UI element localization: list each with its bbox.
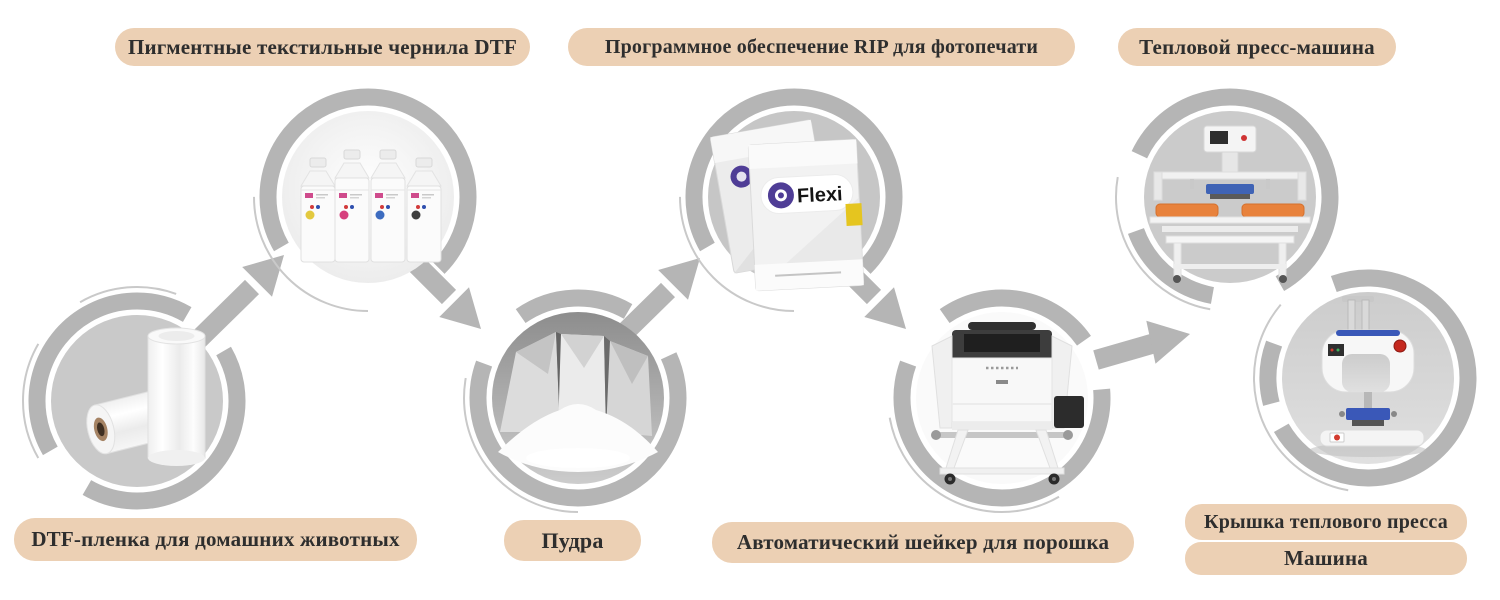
software-brand-text: Flexi xyxy=(796,183,843,207)
flow-arrow-printer-to-cap-press xyxy=(1093,320,1190,370)
label-dtf-film-text: DTF-пленка для домашних животных xyxy=(31,527,400,551)
label-pigment-ink: Пигментные текстильные чернила DTF xyxy=(115,28,530,66)
label-heat-press: Тепловой пресс-машина xyxy=(1118,28,1396,66)
powder-bag-image xyxy=(492,312,664,484)
ink-bottles-image xyxy=(282,111,454,283)
label-dtf-film: DTF-пленка для домашних животных xyxy=(14,518,417,561)
cap-press-blue-trim xyxy=(1336,330,1400,336)
ring-film xyxy=(28,292,246,510)
thin-arc-printer xyxy=(887,283,1117,513)
label-rip-software-text: Программное обеспечение RIP для фотопеча… xyxy=(604,35,1039,58)
ring-software xyxy=(685,88,903,306)
ink-bottle-yellow xyxy=(300,157,336,263)
ring-cap-press xyxy=(1259,269,1477,487)
label-rip-software: Программное обеспечение RIP для фотопеча… xyxy=(568,28,1075,66)
rip-software-image: Flexi xyxy=(708,111,880,292)
dtf-film-image xyxy=(51,315,223,487)
film-roll-standing xyxy=(147,327,206,466)
software-box-front: Flexi xyxy=(747,139,865,292)
heat-press-image xyxy=(1144,111,1316,283)
thin-arc-software xyxy=(679,82,909,312)
ink-bottle-cyan xyxy=(370,149,406,263)
flow-arrow-film-to-ink xyxy=(188,255,284,350)
label-pigment-ink-text: Пигментные текстильные чернила DTF xyxy=(127,34,518,59)
label-cap-press-line1-text: Крышка теплового пресса xyxy=(1204,510,1448,533)
thin-arc-ink xyxy=(253,82,483,312)
ink-bottle-black xyxy=(406,157,442,263)
thin-arc-powder xyxy=(463,283,693,513)
label-powder-shaker-text: Автоматический шейкер для порошка xyxy=(736,530,1110,554)
upper-platen-blue xyxy=(1206,184,1254,194)
platen-orange-left xyxy=(1155,203,1219,218)
label-cap-press-line2-text: Машина xyxy=(1284,546,1368,570)
ring-ink xyxy=(259,88,477,306)
label-heat-press-text: Тепловой пресс-машина xyxy=(1139,34,1375,59)
thin-arc-heat-press xyxy=(1115,82,1345,312)
cap-press-image xyxy=(1282,292,1454,464)
printer-side-unit xyxy=(1054,396,1084,428)
ring-heat-press xyxy=(1121,88,1339,306)
platen-orange-right xyxy=(1241,203,1305,218)
label-powder-text: Пудра xyxy=(541,527,604,553)
label-cap-press-line2: Машина xyxy=(1185,542,1467,575)
thin-arc-film xyxy=(22,286,252,516)
cap-press-red-button xyxy=(1393,339,1407,353)
software-yellow-tag xyxy=(845,203,863,226)
label-powder: Пудра xyxy=(504,520,641,561)
label-powder-shaker: Автоматический шейкер для порошка xyxy=(712,522,1134,563)
circle-rings xyxy=(22,82,1483,516)
label-cap-press-line1: Крышка теплового пресса xyxy=(1185,504,1467,540)
thin-arc-cap-press xyxy=(1253,263,1483,493)
shaker-printer-image xyxy=(916,312,1088,485)
ink-bottle-magenta xyxy=(334,149,370,263)
